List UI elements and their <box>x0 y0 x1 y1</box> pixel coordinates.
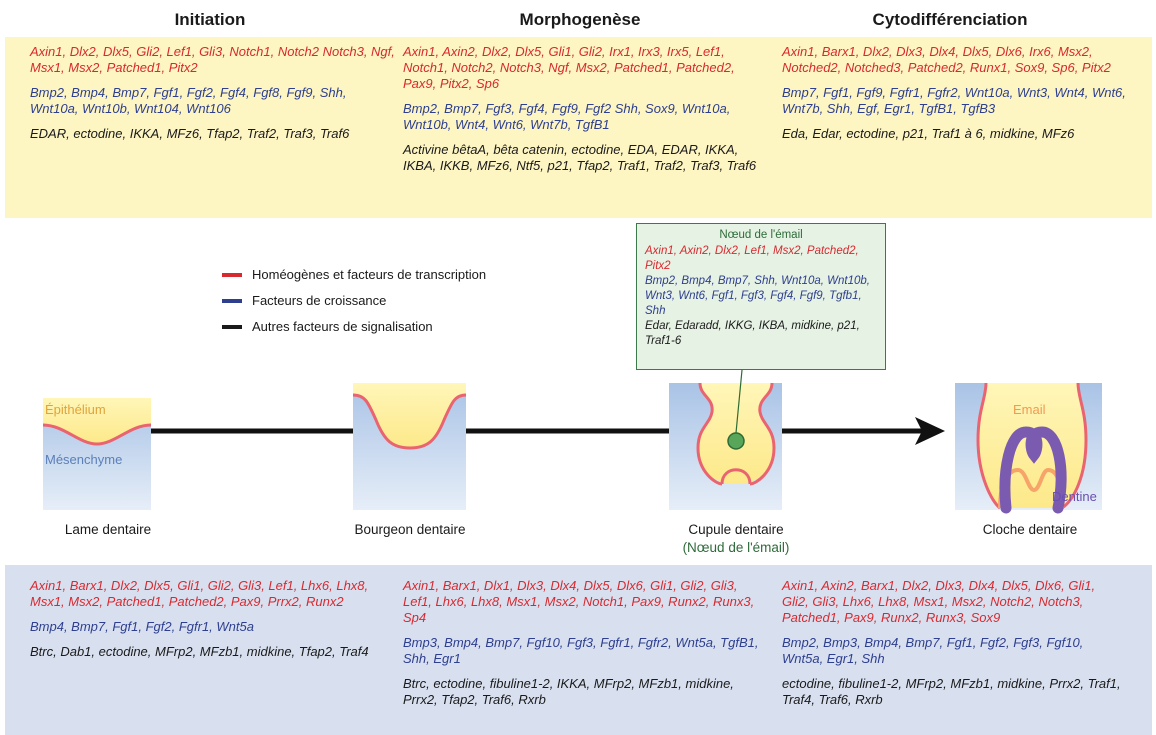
legend-label: Autres facteurs de signalisation <box>252 319 433 334</box>
gene-list-signaling: Btrc, Dab1, ectodine, MFrp2, MFzb1, midk… <box>30 644 369 659</box>
stage-label-cupule: Cupule dentaire <box>688 522 784 537</box>
label-email: Email <box>1013 402 1046 417</box>
stage-label-lame: Lame dentaire <box>64 522 152 537</box>
enamel-knot-callout-line <box>735 369 743 434</box>
stage-bourgeon-dentaire <box>352 383 467 510</box>
bottom-col-morphogenese: Axin1, Barx1, Dlx1, Dlx3, Dlx4, Dlx5, Dl… <box>403 578 768 717</box>
top-col-initiation: Axin1, Dlx2, Dlx5, Gli2, Lef1, Gli3, Not… <box>30 44 398 151</box>
legend-item-homeo: Homéogènes et facteurs de transcription <box>222 262 486 288</box>
top-col-cytodiff: Axin1, Barx1, Dlx2, Dlx3, Dlx4, Dlx5, Dl… <box>782 44 1152 151</box>
gene-list-growth: Bmp4, Bmp7, Fgf1, Fgf2, Fgfr1, Wnt5a <box>30 619 254 634</box>
gene-list-transcription: Axin1, Barx1, Dlx2, Dlx5, Gli1, Gli2, Gl… <box>30 578 369 609</box>
label-epithelium: Épithélium <box>45 402 106 417</box>
gene-list-transcription: Axin1, Axin2, Dlx2, Dlx5, Gli1, Gli2, Ir… <box>403 44 735 91</box>
stage-cupule-dentaire <box>669 369 782 510</box>
stage-label-cloche: Cloche dentaire <box>982 522 1078 537</box>
gene-list-growth: Bmp2, Bmp7, Fgf3, Fgf4, Fgf9, Fgf2 Shh, … <box>403 101 731 132</box>
stage-title-initiation: Initiation <box>174 10 246 29</box>
enamel-knot-dot-icon <box>727 432 745 450</box>
legend-label: Homéogènes et facteurs de transcription <box>252 267 487 282</box>
legend-item-growth: Facteurs de croissance <box>222 288 486 314</box>
black-swatch-icon <box>222 325 242 329</box>
enamel-knot-callout: Nœud de l'émail Axin1, Axin2, Dlx2, Lef1… <box>636 223 886 370</box>
gene-list-transcription: Axin1, Axin2, Barx1, Dlx2, Dlx3, Dlx4, D… <box>782 578 1096 625</box>
blue-swatch-icon <box>222 299 242 303</box>
gene-list-transcription: Axin1, Barx1, Dlx1, Dlx3, Dlx4, Dlx5, Dl… <box>403 578 755 625</box>
gene-list-transcription: Axin1, Barx1, Dlx2, Dlx3, Dlx4, Dlx5, Dl… <box>782 44 1111 75</box>
bottom-gene-band <box>5 565 1152 735</box>
gene-list-signaling: EDAR, ectodine, IKKA, MFz6, Tfap2, Traf2… <box>30 126 350 141</box>
gene-list-signaling: Btrc, ectodine, fibuline1-2, IKKA, MFrp2… <box>403 676 734 707</box>
gene-list-signaling: Eda, Edar, ectodine, p21, Traf1 à 6, mid… <box>782 126 1075 141</box>
label-dentine: Dentine <box>1052 489 1097 504</box>
stage-title-morphogenese: Morphogenèse <box>519 10 641 29</box>
gene-list-growth: Bmp3, Bmp4, Bmp7, Fgf10, Fgf3, Fgfr1, Fg… <box>403 635 759 666</box>
stage-cloche-dentaire <box>955 382 1102 514</box>
red-swatch-icon <box>222 273 242 277</box>
label-mesenchyme: Mésenchyme <box>45 452 123 467</box>
gene-list-transcription: Axin1, Axin2, Dlx2, Lef1, Msx2, Patched2… <box>645 245 859 272</box>
top-col-morphogenese: Axin1, Axin2, Dlx2, Dlx5, Gli1, Gli2, Ir… <box>403 44 763 183</box>
gene-list-growth: Bmp2, Bmp4, Bmp7, Fgf1, Fgf2, Fgf4, Fgf8… <box>30 85 347 116</box>
stage-sublabel-cupule: (Nœud de l'émail) <box>682 540 790 555</box>
legend-label: Facteurs de croissance <box>252 293 387 308</box>
gene-list-signaling: Activine bêtaA, bêta catenin, ectodine, … <box>403 142 757 173</box>
gene-list-transcription: Axin1, Dlx2, Dlx5, Gli2, Lef1, Gli3, Not… <box>30 44 395 75</box>
gene-list-signaling: ectodine, fibuline1-2, MFrp2, MFzb1, mid… <box>782 676 1121 707</box>
gene-list-growth: Bmp2, Bmp3, Bmp4, Bmp7, Fgf1, Fgf2, Fgf3… <box>782 635 1084 666</box>
legend-item-other: Autres facteurs de signalisation <box>222 314 486 340</box>
bottom-col-cytodiff: Axin1, Axin2, Barx1, Dlx2, Dlx3, Dlx4, D… <box>782 578 1122 717</box>
timeline-arrowhead-icon <box>915 417 945 445</box>
gene-list-growth: Bmp2, Bmp4, Bmp7, Shh, Wnt10a, Wnt10b, W… <box>645 275 870 317</box>
gene-list-signaling: Edar, Edaradd, IKKG, IKBA, midkine, p21,… <box>645 320 860 347</box>
enamel-knot-title: Nœud de l'émail <box>719 229 803 241</box>
legend: Homéogènes et facteurs de transcription … <box>222 262 486 340</box>
stage-label-bourgeon: Bourgeon dentaire <box>354 522 466 537</box>
stage-title-cytodiff: Cytodifférenciation <box>872 10 1028 29</box>
stage-lame-dentaire <box>42 398 152 510</box>
top-gene-band <box>5 37 1152 218</box>
bottom-col-initiation: Axin1, Barx1, Dlx2, Dlx5, Gli1, Gli2, Gl… <box>30 578 380 669</box>
gene-list-growth: Bmp7, Fgf1, Fgf9, Fgfr1, Fgfr2, Wnt10a, … <box>782 85 1126 116</box>
